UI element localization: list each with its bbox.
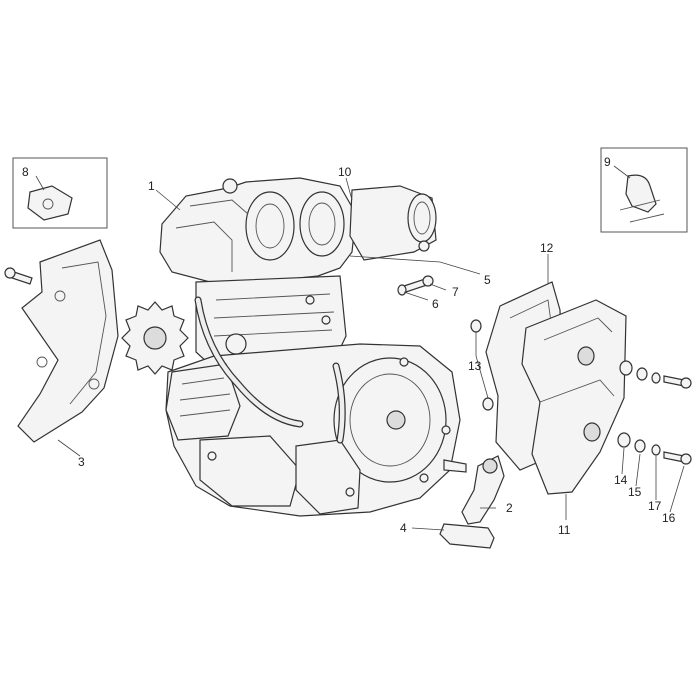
washer-part-13-lower [482, 397, 494, 411]
washer-15-lower [634, 439, 646, 453]
callout-9: 9 [604, 155, 611, 169]
bracket-clip-detail [619, 199, 665, 223]
washer-part-13-upper [470, 319, 482, 333]
sprocket-cover-hole-3 [88, 378, 100, 390]
bolt-e [419, 473, 429, 483]
callout-8: 8 [22, 165, 29, 179]
callout-5: 5 [484, 273, 491, 287]
screw-head-part-7 [422, 275, 434, 287]
leader-3 [57, 439, 81, 457]
clutch-cover-ring [349, 373, 431, 467]
leader-8 [35, 175, 45, 191]
callout-15: 15 [628, 485, 642, 499]
leader-lines [57, 177, 685, 531]
spacer-14-upper [619, 360, 633, 376]
inset-box-9 [600, 147, 688, 233]
cam-cover-left-inner [255, 203, 285, 249]
callout-14: 14 [614, 473, 628, 487]
bolt-a [305, 295, 315, 305]
clip-nut-hole [42, 198, 54, 210]
output-shaft [443, 459, 467, 473]
clutch-cover-center [386, 410, 406, 430]
cylinder-head-fins [175, 199, 249, 272]
gear-lever-peg-part-4 [439, 523, 495, 549]
screw-16-lower-head [680, 453, 692, 465]
coolant-hose-right-inner [333, 363, 345, 443]
callout-17: 17 [648, 499, 662, 513]
washer-17-upper [651, 372, 661, 384]
clip-nut-part [27, 185, 73, 221]
callout-11: 11 [558, 523, 571, 537]
leader-13 [475, 332, 489, 399]
callout-1: 1 [148, 179, 155, 193]
callout-12: 12 [540, 241, 554, 255]
side-cover-part-11 [521, 299, 627, 495]
thermostat-housing [225, 333, 247, 355]
screw-washer-parts-6-7 [397, 275, 434, 296]
coolant-hose-left-inner [195, 297, 303, 427]
engine-block-part-1 [159, 177, 467, 517]
sprocket-cover-hole-1 [54, 290, 66, 302]
bolt-g [207, 451, 217, 461]
leader-14 [621, 447, 625, 475]
leader-1 [155, 189, 181, 211]
intake-throat-inner [413, 201, 431, 235]
leader-5 [349, 255, 481, 275]
bolt-d [441, 425, 451, 435]
inset-box-8 [12, 157, 108, 229]
callout-10: 10 [338, 165, 352, 179]
cam-cover-left [245, 191, 295, 261]
spacer-14-lower [617, 432, 631, 448]
callout-4: 4 [400, 521, 407, 535]
leader-15 [635, 453, 641, 487]
callout-6: 6 [432, 297, 439, 311]
leader-6 [403, 291, 429, 301]
starter-motor-ribs [179, 377, 231, 417]
callout-labels: 1 2 3 4 5 6 7 8 9 10 11 12 13 14 15 16 1… [22, 155, 676, 537]
side-cover-boss-upper [577, 346, 595, 366]
screw-16-upper-head [680, 377, 692, 389]
gear-lever-arm [461, 455, 505, 525]
front-sprocket [121, 301, 189, 375]
gear-lever-pivot [482, 458, 498, 474]
intake-clamp-screw [418, 240, 430, 252]
fastener-stack-lower [617, 432, 692, 465]
leader-7 [429, 283, 447, 291]
head-bolt [222, 178, 238, 194]
side-cover-body [521, 299, 627, 495]
washer-17-lower [651, 444, 661, 456]
cover-screw-head [4, 267, 16, 279]
callout-3: 3 [78, 455, 85, 469]
intake-manifold-part-10 [349, 185, 437, 261]
lower-case-left [199, 435, 301, 507]
gear-lever-parts-2-4 [439, 455, 505, 549]
bolt-c [399, 357, 409, 367]
leader-16 [669, 465, 685, 513]
washer-part-6 [397, 284, 407, 296]
sprocket-cover-hole-2 [36, 356, 48, 368]
leader-10 [345, 177, 353, 201]
cam-cover-right-inner [308, 202, 336, 246]
sprocket-cover-part-3 [4, 239, 119, 443]
callout-16: 16 [662, 511, 676, 525]
sprocket-hub [143, 326, 167, 350]
leader-9 [613, 165, 631, 179]
callout-13: 13 [468, 359, 482, 373]
callout-7: 7 [452, 285, 459, 299]
sprocket-cover-body [17, 239, 119, 443]
intake-throat [407, 193, 437, 243]
bolt-f [345, 487, 355, 497]
leader-4 [411, 527, 445, 531]
sprocket-cover-ridge [61, 261, 107, 405]
side-cover-boss-lower [583, 422, 601, 442]
callout-2: 2 [506, 501, 513, 515]
cam-cover-right [299, 191, 345, 257]
side-cover-ridges [539, 317, 615, 403]
bolt-b [321, 315, 331, 325]
fastener-stack-upper [619, 360, 692, 389]
washer-15-upper [636, 367, 648, 381]
